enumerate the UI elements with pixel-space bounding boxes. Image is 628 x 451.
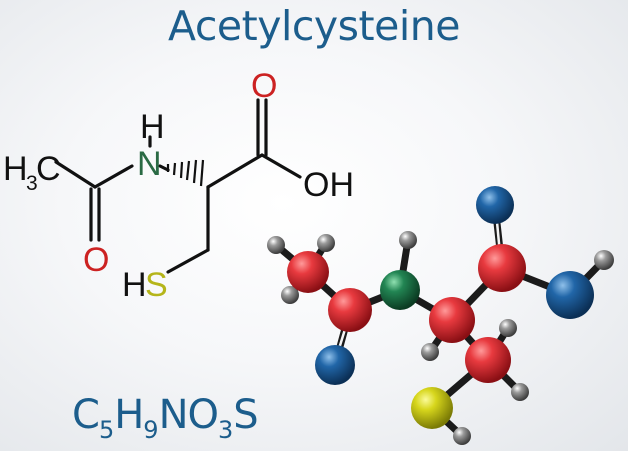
carbonyl-o-left-label: O [83, 241, 109, 279]
carbon-atom [478, 244, 526, 292]
hydrogen-atom [594, 250, 614, 270]
carbon-atom [429, 297, 475, 343]
formula-o: O [187, 392, 220, 438]
hydrogen-atom [267, 236, 285, 254]
carbon-atom [287, 251, 329, 293]
formula-n: N [158, 392, 189, 438]
oh-label: OH [303, 166, 354, 204]
hydrogen-atom [453, 427, 471, 445]
formula-o-count: 3 [217, 416, 234, 444]
hydrogen-atom [499, 319, 517, 337]
formula-h: H [114, 392, 144, 438]
title: Acetylcysteine [168, 2, 460, 50]
sulfur-atom [411, 387, 453, 429]
formula-s: S [233, 392, 258, 438]
sh-h-label: H [122, 266, 147, 304]
bond-c-oh [260, 153, 302, 179]
formula-c: C [72, 392, 100, 438]
hydrogen-atom [421, 343, 439, 361]
nitrogen-atom [380, 270, 420, 310]
skeletal-formula: H 3 C H N O O OH H S [3, 67, 354, 304]
formula-h-count: 9 [143, 416, 159, 444]
hydrogen-atom [317, 234, 335, 252]
carbon-atom [328, 288, 372, 332]
hydrogen-atom [281, 286, 299, 304]
bond-ch2-s [166, 248, 210, 274]
ch3-sub-label: 3 [26, 172, 38, 195]
nh-h-label: H [140, 108, 165, 146]
hydrogen-atom [399, 231, 417, 249]
carbon-atom [465, 337, 511, 383]
hydrogen-atom [511, 383, 529, 401]
formula-c-count: 5 [98, 416, 115, 444]
ch3-c-label: C [36, 150, 61, 188]
hashed-wedge-bond [166, 159, 205, 187]
molecular-formula: C5H9NO3S [72, 392, 259, 444]
sh-s-label: S [145, 266, 168, 304]
oxygen-atom [476, 186, 514, 224]
carbonyl-o-top-label: O [251, 67, 277, 105]
bond-c-n [93, 164, 134, 189]
ball-and-stick-model [267, 186, 614, 445]
nh-n-label: N [137, 145, 162, 183]
bond-ca-cooh [206, 153, 264, 189]
oxygen-atom [315, 345, 355, 385]
oxygen-atom [546, 271, 594, 319]
ch3-h-label: H [3, 150, 28, 188]
bond-ch3-c [54, 160, 97, 189]
bond-n-ca [158, 164, 170, 172]
